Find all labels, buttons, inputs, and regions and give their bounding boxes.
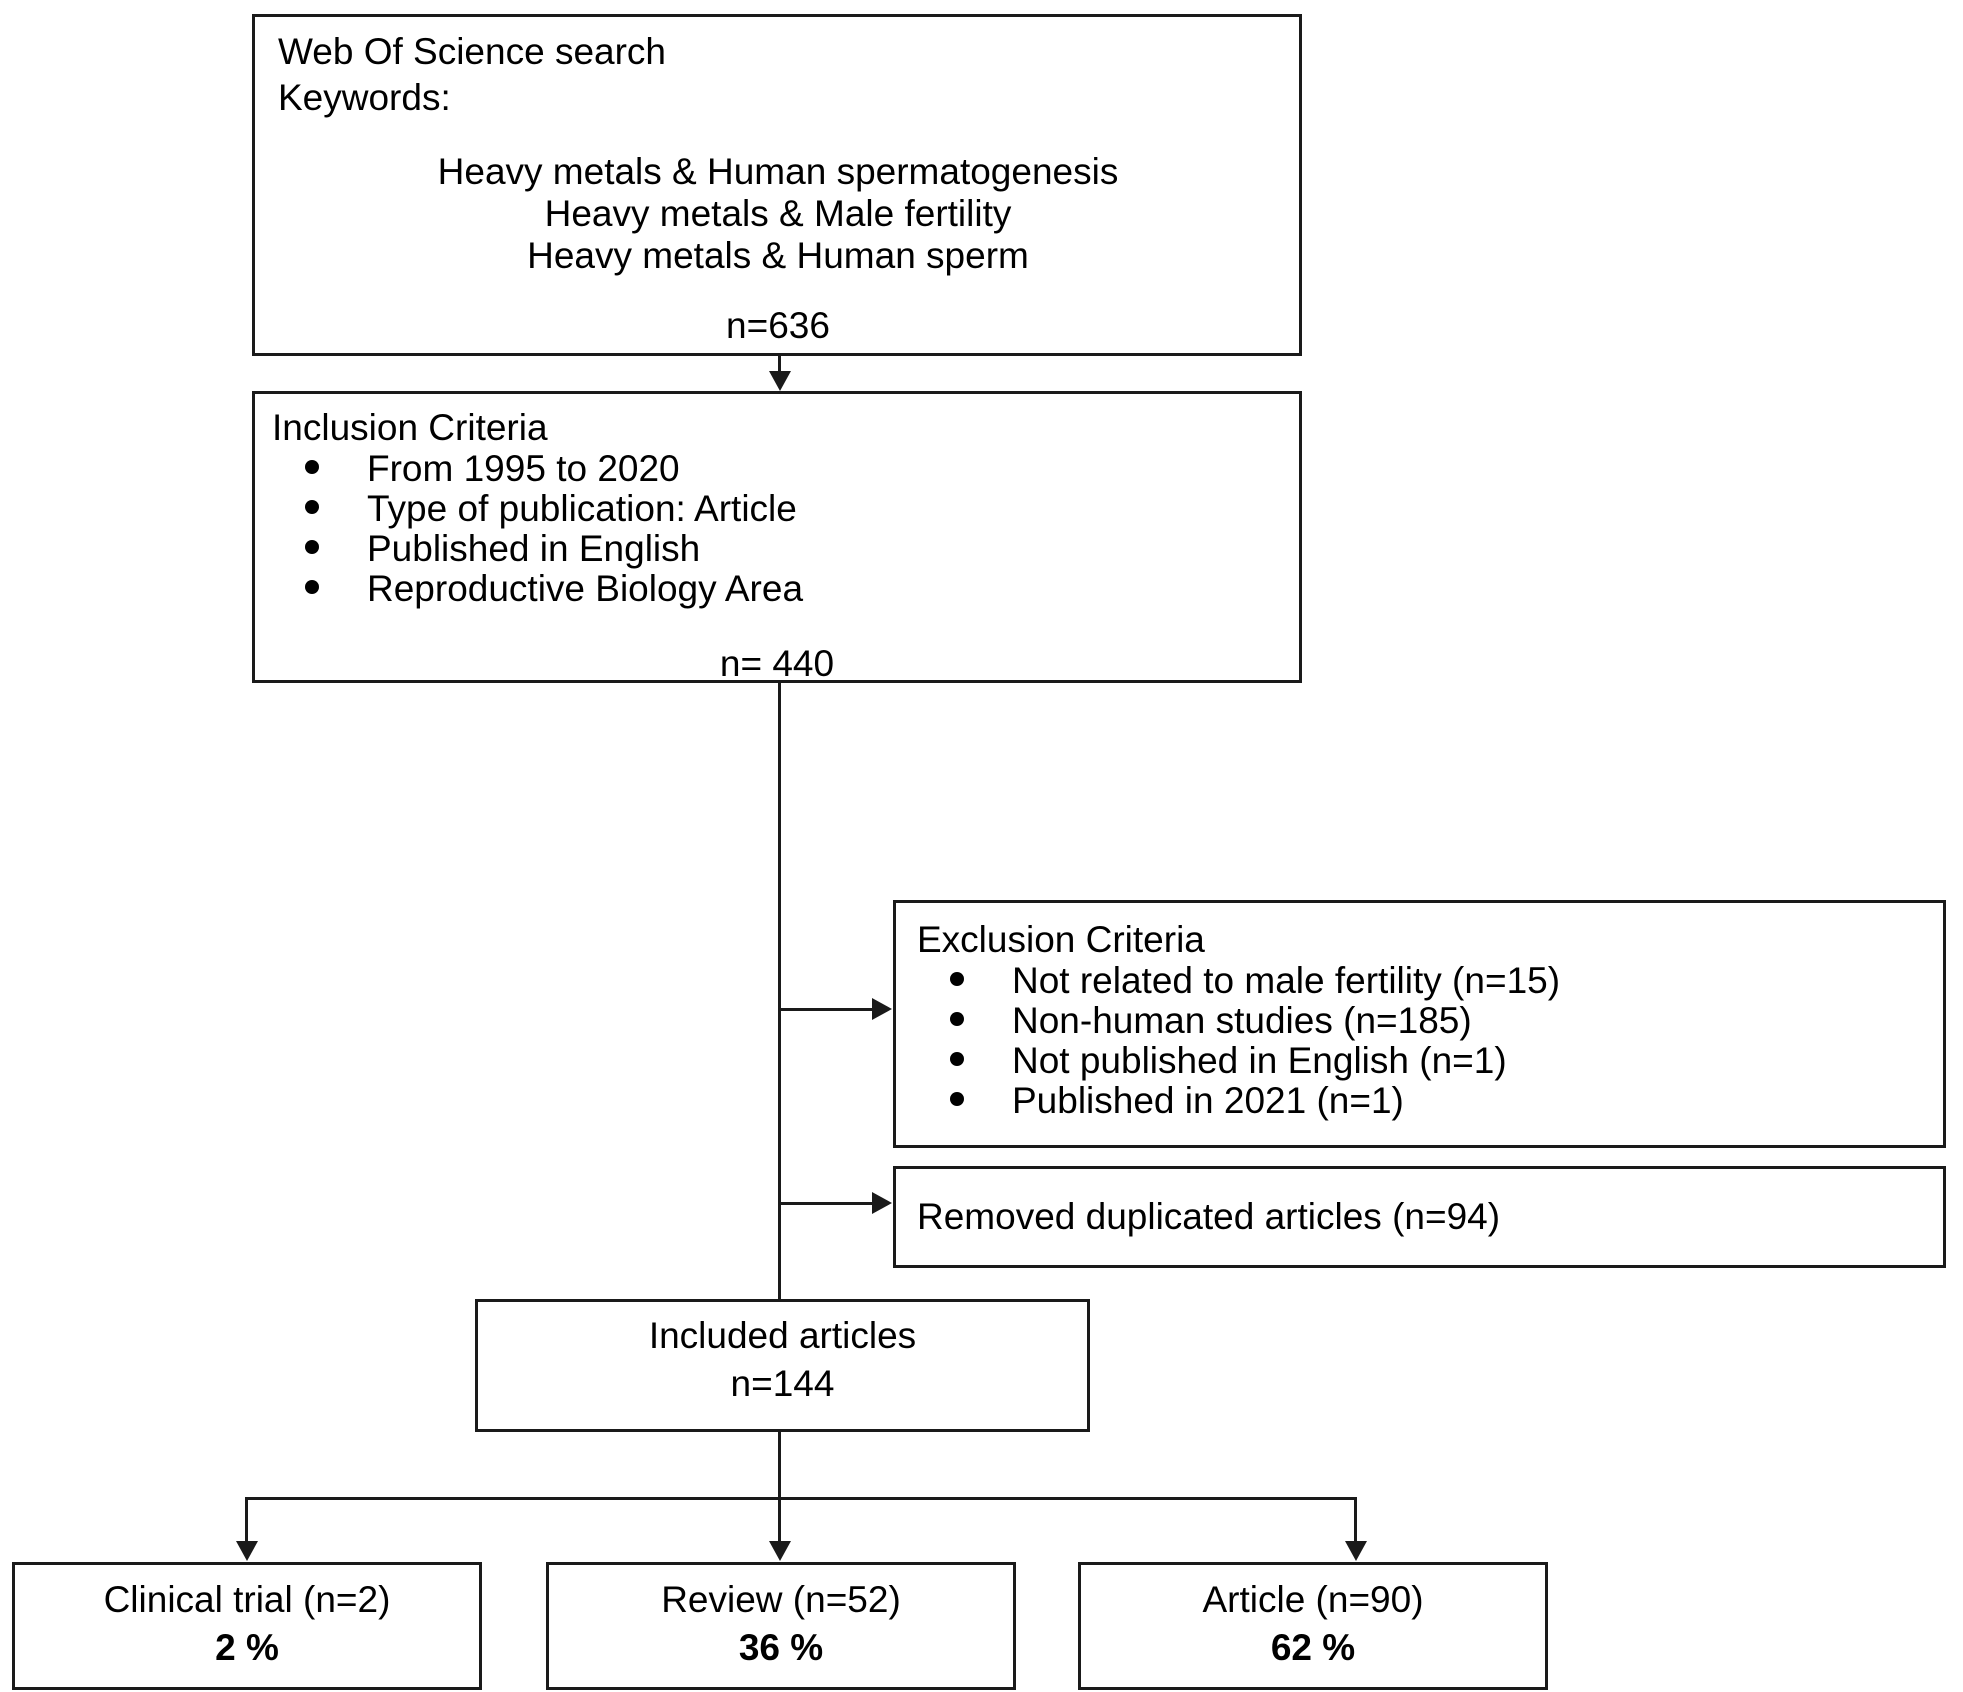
- inclusion-item-1-label: Type of publication: Article: [367, 488, 797, 529]
- search-box-line2: Keywords:: [278, 77, 451, 118]
- included-box: [475, 1299, 1090, 1432]
- outcome-review-label: Review (n=52): [661, 1579, 901, 1620]
- arrow-search-to-inclusion: [769, 371, 791, 391]
- exclusion-item-1: Non-human studies (n=185): [950, 1000, 1472, 1042]
- connector-to-exclusion: [778, 1008, 874, 1011]
- outcome-box-article: [1078, 1562, 1548, 1690]
- exclusion-item-1-label: Non-human studies (n=185): [1012, 1000, 1472, 1041]
- exclusion-item-3-label: Published in 2021 (n=1): [1012, 1080, 1404, 1121]
- outcome-clinical-trial-percent: 2 %: [215, 1627, 279, 1668]
- inclusion-item-1: Type of publication: Article: [305, 488, 797, 530]
- inclusion-item-2: Published in English: [305, 528, 700, 570]
- search-box: [252, 14, 1302, 356]
- arrow-to-exclusion: [872, 998, 892, 1020]
- inclusion-heading: Inclusion Criteria: [272, 407, 548, 448]
- connector-to-duplicates: [778, 1202, 874, 1205]
- exclusion-item-2-label: Not published in English (n=1): [1012, 1040, 1507, 1081]
- bullet-icon: [950, 972, 964, 987]
- included-line2: n=144: [730, 1363, 835, 1404]
- search-keyword-2: Heavy metals & Human sperm: [527, 235, 1029, 276]
- search-box-count: n=636: [726, 305, 830, 346]
- bullet-icon: [305, 580, 319, 595]
- search-box-line1: Web Of Science search: [278, 31, 666, 72]
- bullet-icon: [305, 460, 319, 475]
- arrow-to-review: [769, 1541, 791, 1561]
- connector-to-clinical-trial: [245, 1497, 248, 1556]
- connector-search-to-inclusion: [778, 356, 781, 382]
- exclusion-item-0: Not related to male fertility (n=15): [950, 960, 1560, 1002]
- connector-included-down: [778, 1432, 781, 1556]
- outcome-review-percent: 36 %: [738, 1627, 824, 1668]
- outcome-clinical-trial-label: Clinical trial (n=2): [103, 1579, 391, 1620]
- arrow-to-clinical-trial: [236, 1541, 258, 1561]
- exclusion-item-0-label: Not related to male fertility (n=15): [1012, 960, 1561, 1001]
- exclusion-item-3: Published in 2021 (n=1): [950, 1080, 1404, 1122]
- exclusion-heading: Exclusion Criteria: [917, 919, 1205, 960]
- inclusion-item-2-label: Published in English: [367, 528, 701, 569]
- duplicates-label: Removed duplicated articles (n=94): [917, 1196, 1501, 1237]
- arrow-to-duplicates: [872, 1192, 892, 1214]
- bullet-icon: [950, 1092, 964, 1107]
- bullet-icon: [305, 540, 319, 555]
- outcome-box-review: [546, 1562, 1016, 1690]
- inclusion-box-count: n= 440: [719, 643, 835, 684]
- search-keyword-1: Heavy metals & Male fertility: [544, 193, 1012, 234]
- outcome-box-clinical-trial: [12, 1562, 482, 1690]
- outcome-article-percent: 62 %: [1270, 1627, 1356, 1668]
- outcome-article-label: Article (n=90): [1202, 1579, 1424, 1620]
- inclusion-item-0-label: From 1995 to 2020: [367, 448, 680, 489]
- duplicates-box: [893, 1166, 1946, 1268]
- inclusion-item-3-label: Reproductive Biology Area: [367, 568, 804, 609]
- exclusion-item-2: Not published in English (n=1): [950, 1040, 1507, 1082]
- connector-outcome-bus: [245, 1497, 1357, 1500]
- arrow-to-article: [1345, 1541, 1367, 1561]
- bullet-icon: [950, 1052, 964, 1067]
- inclusion-item-3: Reproductive Biology Area: [305, 568, 803, 610]
- search-keyword-0: Heavy metals & Human spermatogenesis: [437, 151, 1119, 192]
- inclusion-item-0: From 1995 to 2020: [305, 448, 680, 490]
- exclusion-box: [893, 900, 1946, 1148]
- connector-to-article: [1354, 1497, 1357, 1556]
- included-line1: Included articles: [648, 1315, 917, 1356]
- bullet-icon: [950, 1012, 964, 1027]
- inclusion-box: [252, 391, 1302, 683]
- bullet-icon: [305, 500, 319, 515]
